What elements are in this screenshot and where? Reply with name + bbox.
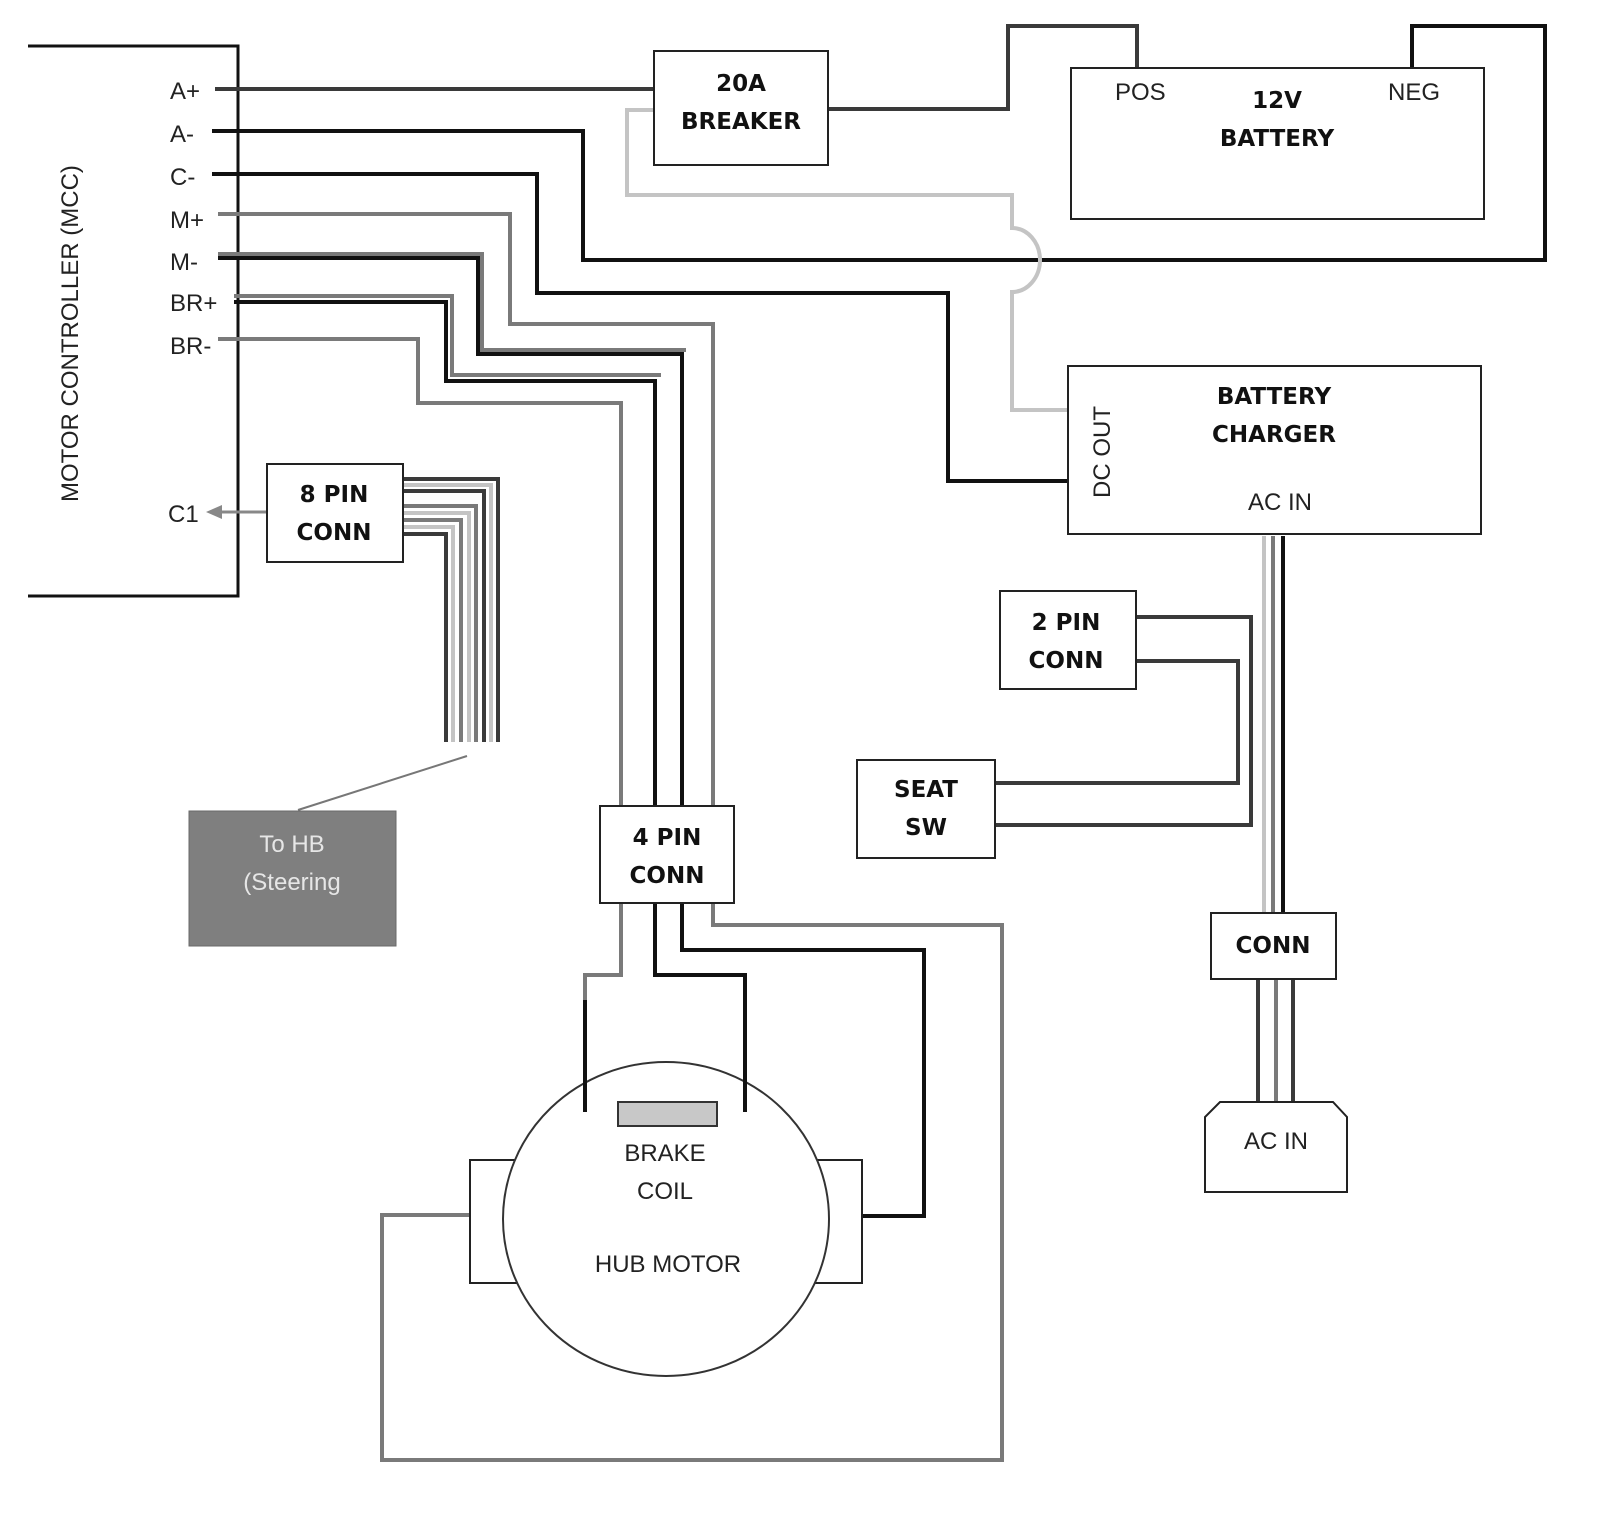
- terminal-br-plus: BR+: [170, 290, 217, 317]
- motor-controller: MOTOR CONTROLLER (MCC) A+ A- C- M+ M- BR…: [28, 44, 240, 598]
- hub-motor-body: [502, 1061, 830, 1377]
- terminal-br-minus: BR-: [170, 333, 211, 360]
- terminal-a-plus: A+: [170, 78, 200, 105]
- ac-in-plug-shape: [1204, 1101, 1348, 1193]
- hub-motor: BRAKE COIL HUB MOTOR: [469, 1000, 863, 1377]
- terminal-m-minus: M-: [170, 249, 198, 276]
- motor-controller-outline: [28, 44, 240, 598]
- eight-pin-label-2: CONN: [297, 520, 372, 546]
- wire-br-plus-shadow: [234, 294, 661, 377]
- hb-callout-line: [297, 755, 468, 811]
- ac-connector: CONN: [1210, 912, 1337, 980]
- breaker: 20A BREAKER: [653, 50, 829, 166]
- battery-pos-label: POS: [1115, 79, 1166, 106]
- wire-a-minus-to-neg: [212, 24, 1547, 262]
- charger-label-2: CHARGER: [1212, 422, 1336, 448]
- ac-connector-box: [1210, 912, 1337, 980]
- terminal-m-plus: M+: [170, 207, 204, 234]
- wire-m-minus-shadow: [218, 252, 686, 352]
- terminal-c1: C1: [168, 501, 199, 528]
- two-pin-box: [999, 590, 1137, 690]
- wire-breaker-to-pos: [828, 24, 1139, 111]
- wire-m-minus: [218, 256, 926, 1218]
- motor-controller-title: MOTOR CONTROLLER (MCC): [57, 165, 84, 502]
- seat-switch-box: [856, 759, 996, 859]
- battery-label-1: 12V: [1252, 88, 1302, 114]
- brake-coil-label-2: COIL: [637, 1178, 693, 1205]
- two-pin-connector: 2 PIN CONN: [999, 590, 1137, 690]
- wire-br-minus: [218, 337, 623, 1112]
- to-hb-label-1: To HB: [259, 831, 324, 858]
- four-pin-label-2: CONN: [630, 863, 705, 889]
- breaker-label-2: BREAKER: [681, 109, 801, 135]
- hub-motor-label: HUB MOTOR: [595, 1251, 741, 1278]
- brake-coil-label-1: BRAKE: [624, 1140, 705, 1167]
- four-pin-connector: 4 PIN CONN: [599, 805, 735, 904]
- wire-m-plus: [218, 212, 1004, 1462]
- wire-br-plus: [234, 300, 747, 1112]
- ac-in-plug: AC IN: [1204, 1101, 1348, 1193]
- battery-neg-label: NEG: [1388, 79, 1440, 106]
- to-hb-box: [188, 810, 397, 947]
- ac-in-plug-label: AC IN: [1244, 1128, 1308, 1155]
- wire-seat-sw-2: [996, 659, 1240, 785]
- eight-pin-box: [266, 463, 404, 563]
- eight-pin-label-1: 8 PIN: [300, 482, 369, 508]
- battery: POS NEG 12V BATTERY: [1070, 67, 1485, 220]
- to-hb-label-2: (Steering: [243, 869, 340, 896]
- four-pin-label-1: 4 PIN: [633, 825, 702, 851]
- breaker-box: [653, 50, 829, 166]
- seat-switch-label-2: SW: [905, 815, 947, 841]
- breaker-label-1: 20A: [716, 71, 766, 97]
- wire-breaker-to-dc-out: [625, 108, 1068, 412]
- wires: [206, 24, 1547, 1462]
- charger-box: [1067, 365, 1482, 535]
- terminal-c-minus: C-: [170, 164, 195, 191]
- two-pin-label-1: 2 PIN: [1032, 610, 1101, 636]
- charger-label-1: BATTERY: [1217, 384, 1332, 410]
- wire-seat-sw-1: [996, 615, 1253, 827]
- charger-dc-out-label: DC OUT: [1089, 406, 1116, 498]
- battery-box: [1070, 67, 1485, 220]
- charger-ac-in-label: AC IN: [1248, 489, 1312, 516]
- battery-charger: BATTERY CHARGER DC OUT AC IN: [1067, 365, 1482, 535]
- c1-arrow-icon: [206, 505, 222, 519]
- seat-switch-label-1: SEAT: [894, 777, 958, 803]
- brake-coil-icon: [617, 1101, 718, 1127]
- four-pin-box: [599, 805, 735, 904]
- seat-switch: SEAT SW: [856, 759, 996, 859]
- terminal-a-minus: A-: [170, 121, 194, 148]
- wire-c-minus-to-dc-out: [212, 172, 1068, 483]
- to-hb-steering: To HB (Steering: [188, 810, 397, 947]
- ac-connector-label: CONN: [1236, 933, 1311, 959]
- battery-label-2: BATTERY: [1220, 126, 1335, 152]
- eight-pin-connector: 8 PIN CONN: [266, 463, 404, 563]
- eight-pin-wire-bundle: [297, 477, 500, 811]
- two-pin-label-2: CONN: [1029, 648, 1104, 674]
